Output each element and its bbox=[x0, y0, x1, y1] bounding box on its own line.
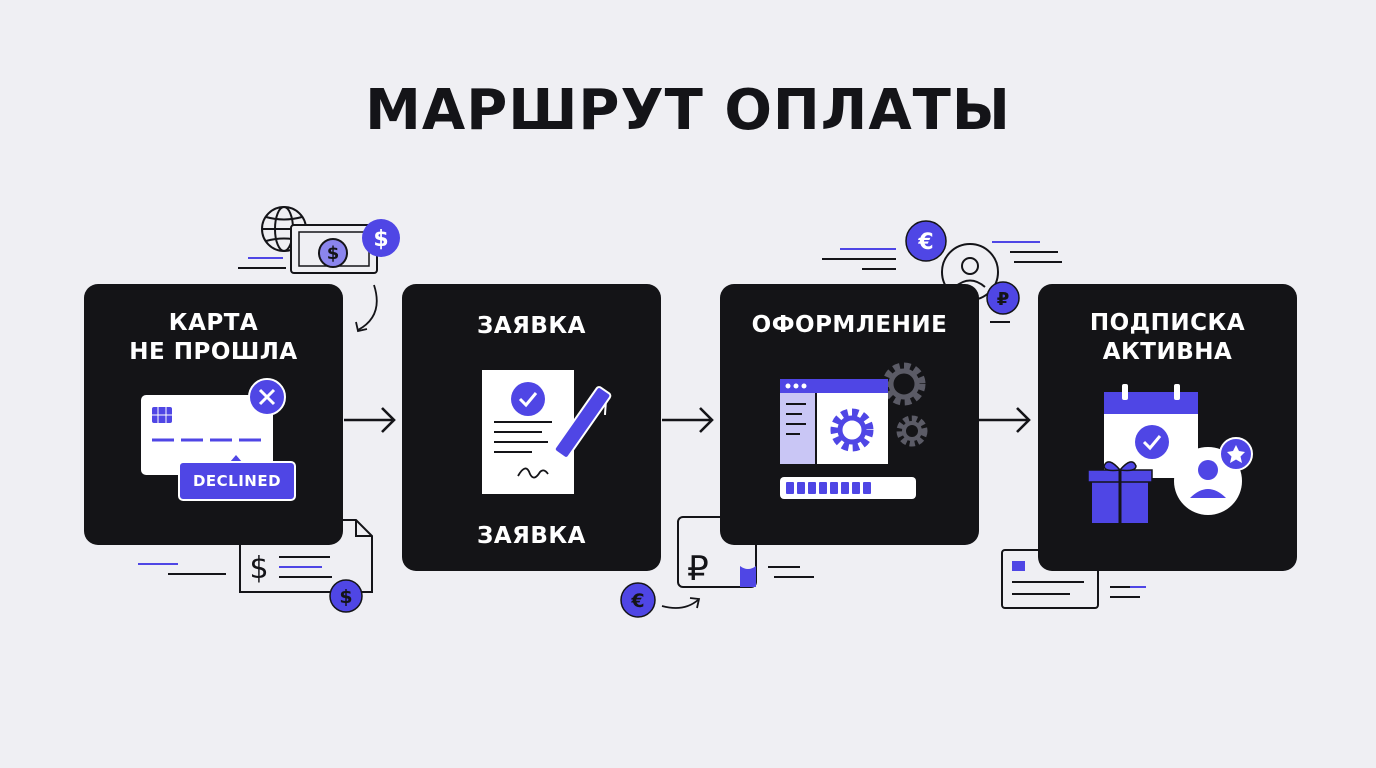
credit-card-icon bbox=[141, 395, 273, 475]
arrow-right-icon bbox=[344, 407, 396, 433]
gear-icon bbox=[830, 408, 874, 452]
step-card-declined: КАРТА НЕ ПРОШЛА DECLINED bbox=[84, 284, 343, 545]
speed-lines-bottomleft bbox=[138, 563, 226, 575]
dollar-coin-icon: $ bbox=[329, 579, 363, 613]
ruble-coin-icon: ₽ bbox=[986, 281, 1020, 315]
close-icon bbox=[248, 378, 286, 416]
step-title-line: АКТИВНА bbox=[1102, 339, 1233, 365]
step-title: КАРТА НЕ ПРОШЛА bbox=[84, 309, 343, 367]
speed-lines-bottomcenter bbox=[768, 566, 814, 578]
check-icon bbox=[511, 382, 545, 416]
step-title: ОФОРМЛЕНИЕ bbox=[720, 311, 979, 340]
step-title-line: ОФОРМЛЕНИЕ bbox=[751, 312, 948, 338]
step-title-line: ПОДПИСКА bbox=[1089, 310, 1246, 336]
step-title: ПОДПИСКА АКТИВНА bbox=[1038, 309, 1297, 367]
step-card-application: ЗАЯВКА ЗАЯВКА bbox=[402, 284, 661, 571]
gear-icon bbox=[896, 415, 928, 447]
banknote-icon: $ bbox=[290, 224, 378, 274]
step-card-subscription: ПОДПИСКА АКТИВНА bbox=[1038, 284, 1297, 571]
curved-arrow-icon bbox=[357, 284, 378, 331]
step-title-line: ЗАЯВКА bbox=[477, 313, 586, 339]
receipt-coin-symbol: $ bbox=[339, 586, 352, 608]
arrow-right-icon bbox=[979, 407, 1031, 433]
page-title: МАРШРУТ ОПЛАТЫ bbox=[365, 78, 1011, 143]
step-title: ЗАЯВКА bbox=[402, 312, 661, 341]
speed-lines-topcenter bbox=[822, 241, 1062, 323]
euro-coin-symbol-top: € bbox=[917, 230, 933, 255]
declined-badge: DECLINED bbox=[178, 461, 296, 501]
gift-icon bbox=[1087, 461, 1153, 523]
gear-icon bbox=[882, 362, 926, 406]
progress-bar-icon bbox=[780, 477, 916, 499]
star-icon bbox=[1219, 437, 1253, 471]
speed-lines-topleft bbox=[238, 257, 286, 269]
euro-coin-icon: € bbox=[905, 220, 947, 262]
pen-icon bbox=[548, 386, 612, 471]
step-title-line: НЕ ПРОШЛА bbox=[129, 339, 298, 365]
step-card-processing: ОФОРМЛЕНИЕ bbox=[720, 284, 979, 545]
ruble-coin-symbol: ₽ bbox=[997, 289, 1010, 310]
receipt-dollar-symbol: $ bbox=[249, 551, 268, 586]
arrow-right-icon bbox=[662, 407, 714, 433]
calendar-icon bbox=[1104, 384, 1198, 478]
euro-coin-symbol-bottom: € bbox=[630, 590, 644, 612]
ruble-card-symbol: ₽ bbox=[687, 549, 709, 589]
step-caption: ЗАЯВКА bbox=[477, 523, 586, 549]
speed-lines-bottomright bbox=[1110, 586, 1146, 598]
dollar-coin-icon: $ bbox=[362, 219, 400, 257]
euro-coin-icon: € bbox=[620, 582, 656, 618]
dollar-coin-symbol: $ bbox=[373, 227, 388, 252]
banknote-dollar-symbol: $ bbox=[327, 243, 340, 264]
step-title-line: КАРТА bbox=[168, 310, 259, 336]
